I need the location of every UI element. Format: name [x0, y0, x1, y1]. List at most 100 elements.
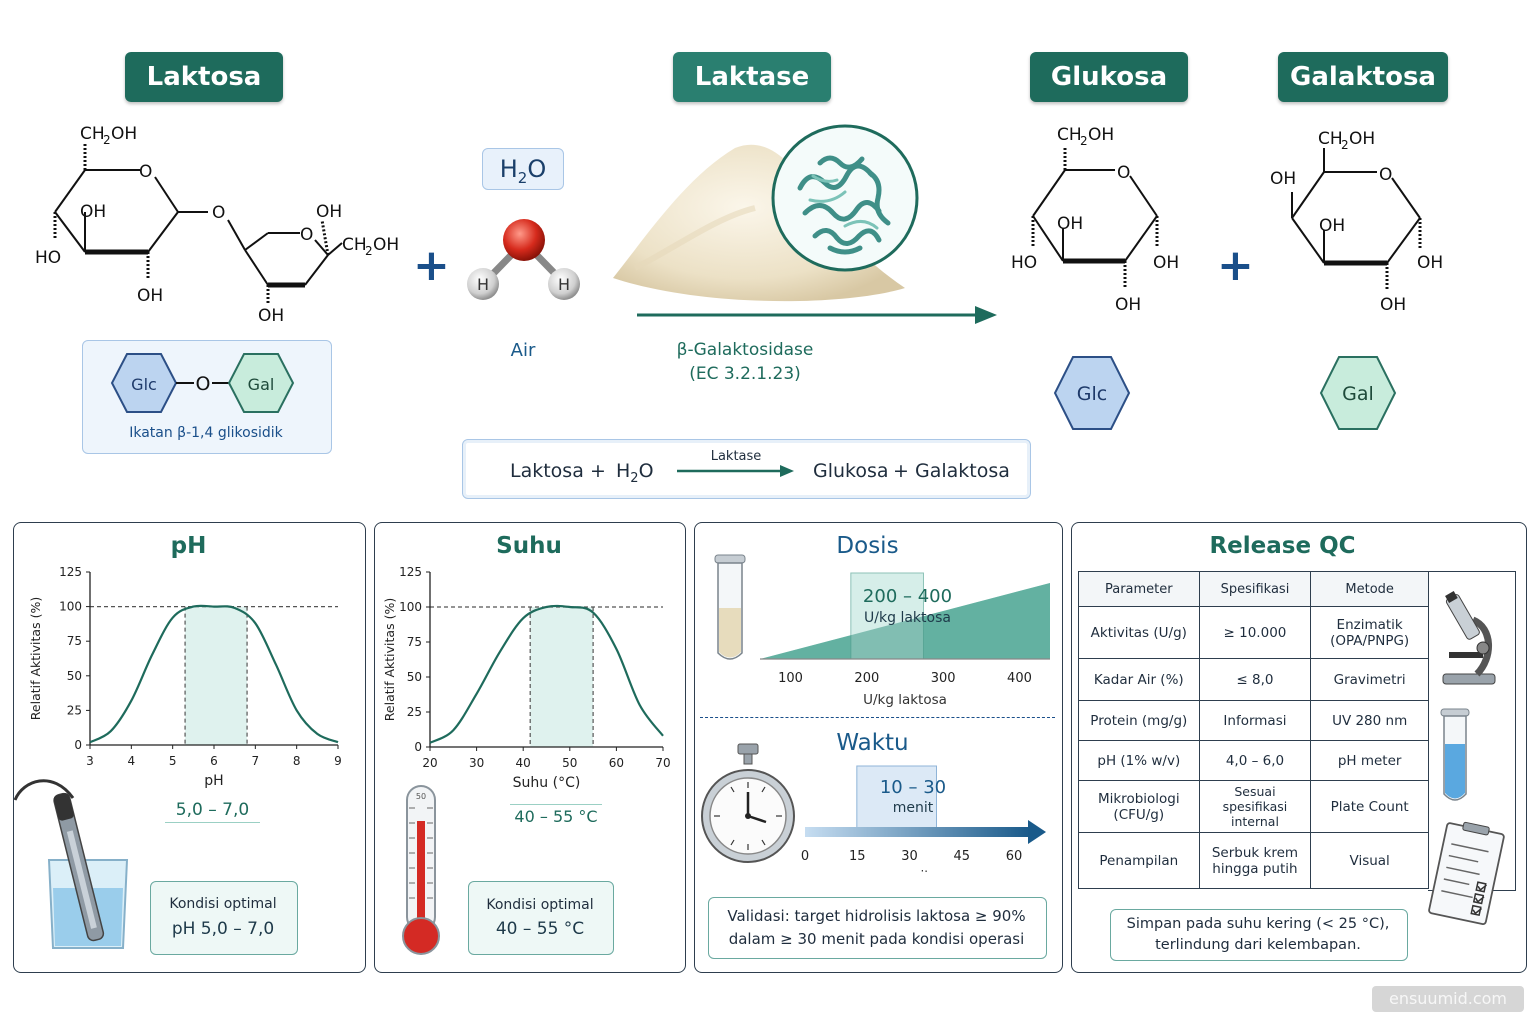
time-range-unit: menit	[892, 800, 934, 816]
qc-cell: Protein (mg/g)	[1078, 700, 1200, 741]
x-tick-label: 6	[210, 754, 218, 768]
x-tick-label: 3	[86, 754, 94, 768]
water-label: Air	[510, 340, 536, 361]
glc-label: Glc	[131, 375, 157, 394]
dose-tick-label: 100	[778, 671, 803, 686]
glu-oh2: OH	[1057, 214, 1083, 234]
y-tick-label: 0	[74, 738, 82, 752]
y-tick-label: 50	[407, 670, 422, 684]
water-2: 2	[517, 168, 528, 187]
y-tick-label: 75	[67, 634, 82, 648]
lac-o-link: O	[212, 203, 225, 223]
lac-ch2: CH	[342, 235, 367, 255]
qc-title: Release QC	[1209, 533, 1356, 559]
x-tick-label: 30	[469, 756, 484, 770]
dose-range-value: 200 – 400	[862, 586, 953, 607]
qc-col-spec: Spesifikasi	[1198, 571, 1312, 607]
qc-cell: 4,0 – 6,0	[1198, 740, 1312, 781]
qc-row: Kadar Air (%) ≤ 8,0 Gravimetri	[1078, 658, 1429, 701]
storage-l2: terlindung dari kelembapan.	[1155, 937, 1361, 953]
water-o: O	[527, 155, 547, 183]
x-tick-label: 40	[516, 756, 531, 770]
x-tick-label: 70	[655, 756, 670, 770]
qc-col-parameter: Parameter	[1078, 571, 1200, 607]
qc-cell: Mikrobiologi (CFU/g)	[1078, 780, 1200, 833]
ph-optimal-l1: Kondisi optimal	[169, 896, 277, 912]
checklist-icon	[1428, 821, 1505, 925]
lac-oh1: OH	[111, 124, 137, 144]
gal-label: Gal	[248, 375, 275, 394]
x-tick-label: 5	[169, 754, 177, 768]
glc-product-label: Glc	[1077, 383, 1107, 405]
water-formula-box: H2O	[482, 148, 564, 190]
lac-ch: CH	[80, 124, 105, 144]
plus-sign-1: +	[413, 240, 450, 291]
eq-water-o: O	[638, 460, 654, 482]
qc-row: Protein (mg/g) Informasi UV 280 nm	[1078, 700, 1429, 741]
glu-ch: CH	[1057, 125, 1082, 145]
qc-cell: Sesuai spesifikasi internal	[1198, 780, 1312, 833]
storage-box	[1110, 909, 1408, 961]
glu-oh1: OH	[1088, 125, 1114, 145]
y-tick-label: 75	[407, 635, 422, 649]
time-tick-label: 45	[953, 849, 970, 864]
glucose-structure: CH 2 OH O OH HO OH OH	[1011, 125, 1179, 315]
time-range-band	[856, 765, 937, 833]
y-tick-label: 25	[407, 705, 422, 719]
time-title: Waktu	[836, 730, 909, 756]
bond-label: Ikatan β-1,4 glikosidik	[129, 425, 283, 441]
validation-l1: Validasi: target hidrolisis laktosa ≥ 90…	[727, 907, 1026, 925]
galactose-structure: CH 2 OH OH O OH OH OH	[1270, 129, 1443, 315]
ph-optimal-l2: pH 5,0 – 7,0	[171, 919, 275, 939]
lac-oh5: OH	[373, 235, 399, 255]
lac-oh6: OH	[258, 306, 284, 326]
qc-row: Aktivitas (U/g) ≥ 10.000 Enzimatik (OPA/…	[1078, 606, 1429, 659]
dose-range-band	[850, 572, 924, 660]
thermometer-icon: 50	[402, 785, 440, 955]
x-axis-label: Suhu (°C)	[513, 775, 581, 791]
glc-hexagon-icon	[110, 353, 178, 413]
gal-product-hexagon-icon: Gal	[1319, 356, 1397, 430]
qc-cell: UV 280 nm	[1310, 700, 1429, 741]
qc-row: Mikrobiologi (CFU/g) Sesuai spesifikasi …	[1078, 780, 1429, 833]
y-tick-label: 25	[67, 703, 82, 717]
qc-cell: Penampilan	[1078, 832, 1200, 889]
time-arrow-icon	[1028, 820, 1046, 844]
stopwatch-icon	[701, 743, 795, 863]
gal-oh1: OH	[1349, 129, 1375, 149]
dose-tick-label: 300	[931, 671, 956, 686]
eq-galactose: Galaktosa	[915, 460, 1010, 482]
dose-divider	[700, 717, 1055, 718]
time-tick-label: 30	[901, 849, 918, 864]
activity-curve	[89, 604, 339, 744]
ph-range: 5,0 – 7,0	[165, 800, 260, 823]
eq-water-h: H	[616, 460, 631, 482]
link-o: O	[196, 373, 211, 395]
eq-water: H2O	[616, 460, 654, 486]
header-lactose: Laktosa	[125, 52, 283, 102]
enzyme-powder-image	[613, 124, 919, 302]
temp-title: Suhu	[496, 533, 562, 559]
y-tick-label: 50	[67, 669, 82, 683]
dose-range-unit: U/kg laktosa	[864, 610, 951, 626]
qc-row: Penampilan Serbuk krem hingga putih Visu…	[1078, 832, 1429, 889]
optimal-band	[530, 607, 594, 747]
x-tick-label: 50	[562, 756, 577, 770]
qc-cell: ≤ 8,0	[1198, 658, 1312, 701]
enzyme-name: β-Galaktosidase	[676, 340, 814, 360]
x-tick-label: 9	[334, 754, 342, 768]
qc-cell: pH (1% w/v)	[1078, 740, 1200, 781]
glu-ho: HO	[1011, 253, 1037, 273]
qc-cell: pH meter	[1310, 740, 1429, 781]
glu-sub2: 2	[1080, 134, 1088, 148]
qc-cell: Visual	[1310, 832, 1429, 889]
time-range-value: 10 – 30	[879, 777, 947, 798]
time-tick-label: 15	[849, 849, 866, 864]
lac-oh2: OH	[80, 202, 106, 222]
x-tick-label: 4	[128, 754, 136, 768]
thermo-mark: 50	[416, 792, 426, 801]
eq-plus1: +	[590, 460, 606, 482]
time-tick-label: 60	[1006, 849, 1023, 864]
